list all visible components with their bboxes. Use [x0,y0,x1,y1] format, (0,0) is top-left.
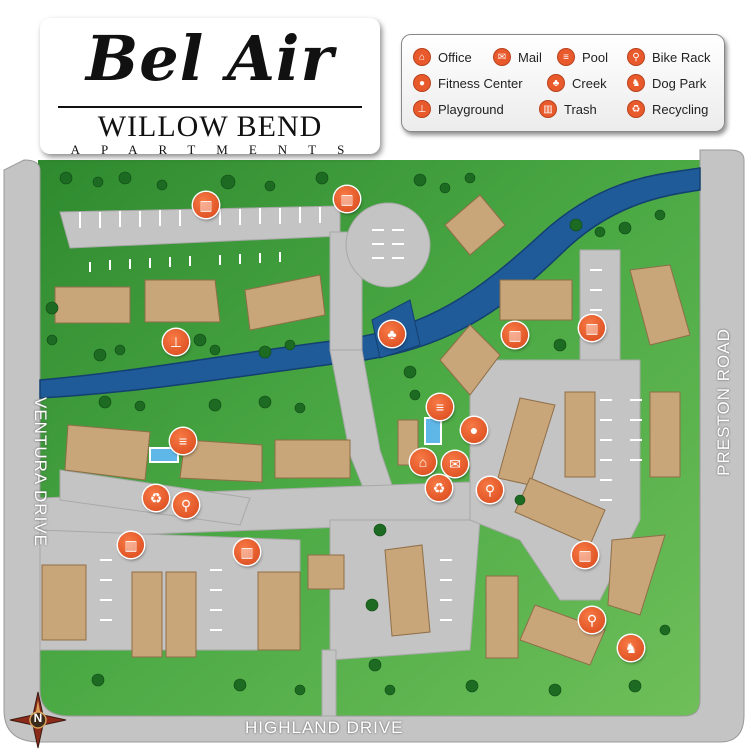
building [444,194,506,256]
mail-icon: ✉ [494,49,510,65]
building [179,439,263,483]
legend-label: Pool [582,49,609,65]
pool-ladder-icon: ≡ [558,49,574,65]
building [257,571,301,651]
dog-icon: ♞ [628,75,644,91]
legend-item-pool: ≡ Pool [558,47,608,67]
legend-label: Office [438,49,472,65]
building [485,575,519,659]
pool-west [149,447,179,463]
buildings [41,194,691,666]
building [64,424,151,481]
legend-label: Bike Rack [652,49,711,65]
dog-icon[interactable]: ♞ [618,635,644,661]
creek [39,167,701,399]
trash-can-icon[interactable]: ▥ [118,532,144,558]
building [307,554,345,590]
compass-north-label: N [33,711,43,725]
building [499,279,573,321]
recycle-icon[interactable]: ♻ [143,485,169,511]
bike-icon: ⚲ [628,49,644,65]
pool-central [424,417,442,445]
legend-label: Fitness Center [438,75,523,91]
building [165,571,197,658]
seesaw-icon: ⊥ [414,101,430,117]
building [384,544,431,637]
building [54,286,131,324]
compass-rose: N [8,690,68,750]
east-parking-lot [469,359,641,601]
reeds-icon: ♣ [548,75,564,91]
building [629,264,691,346]
kettlebell-icon[interactable]: ● [461,417,487,443]
pool-ladder-icon[interactable]: ≡ [427,394,453,420]
building [131,571,163,658]
building [144,279,221,323]
building [649,391,681,478]
perimeter-roads [3,149,745,743]
road-label-east: PRESTON ROAD [713,328,733,476]
brand-title: Bel Air [85,22,335,95]
trash-can-icon[interactable]: ▥ [572,542,598,568]
road-label-south: HIGHLAND DRIVE [245,718,404,737]
reeds-icon[interactable]: ♣ [379,321,405,347]
building [564,391,596,478]
legend-item-mail: ✉ Mail [494,47,542,67]
trash-can-icon[interactable]: ▥ [502,322,528,348]
house-icon: ⌂ [414,49,430,65]
legend-item-playground: ⊥ Playground [414,99,504,119]
building [607,534,666,616]
trash-can-icon: ▥ [540,101,556,117]
bike-icon[interactable]: ⚲ [477,477,503,503]
legend-label: Recycling [652,101,709,117]
map-legend: ⌂ Office ✉ Mail ≡ Pool ⚲ Bike Rack ● Fit… [401,34,725,132]
bike-icon[interactable]: ⚲ [579,607,605,633]
recycle-icon: ♻ [628,101,644,117]
logo-divider [58,106,362,108]
road-label-west: VENTURA DRIVE [30,397,50,547]
kettlebell-icon: ● [414,75,430,91]
legend-label: Creek [572,75,607,91]
trees [45,171,671,697]
parking-stripes [79,207,642,631]
legend-label: Dog Park [652,75,707,91]
trash-can-icon[interactable]: ▥ [334,186,360,212]
legend-label: Playground [438,101,504,117]
logo-card: Bel Air WILLOW BEND APARTMENTS [40,18,380,157]
trash-can-icon[interactable]: ▥ [234,539,260,565]
house-icon[interactable]: ⌂ [410,449,436,475]
recycle-icon[interactable]: ♻ [426,475,452,501]
building [439,324,501,396]
legend-item-creek: ♣ Creek [548,73,607,93]
legend-label: Trash [564,101,597,117]
trash-can-icon[interactable]: ▥ [193,192,219,218]
brand-subtitle: WILLOW BEND [97,110,323,143]
compass-star-icon [9,691,67,749]
legend-item-bike-rack: ⚲ Bike Rack [628,47,711,67]
legend-item-office: ⌂ Office [414,47,472,67]
building [274,439,351,479]
legend-item-recycling: ♻ Recycling [628,99,708,119]
seesaw-icon[interactable]: ⊥ [163,329,189,355]
bike-icon[interactable]: ⚲ [173,492,199,518]
pool-ladder-icon[interactable]: ≡ [170,428,196,454]
legend-label: Mail [518,49,542,65]
trash-can-icon[interactable]: ▥ [579,315,605,341]
legend-item-dog-park: ♞ Dog Park [628,73,706,93]
legend-item-trash: ▥ Trash [540,99,597,119]
building [41,564,87,641]
building [244,274,326,331]
brand-tagline: APARTMENTS [70,142,366,157]
mail-icon[interactable]: ✉ [442,451,468,477]
legend-item-fitness-center: ● Fitness Center [414,73,523,93]
